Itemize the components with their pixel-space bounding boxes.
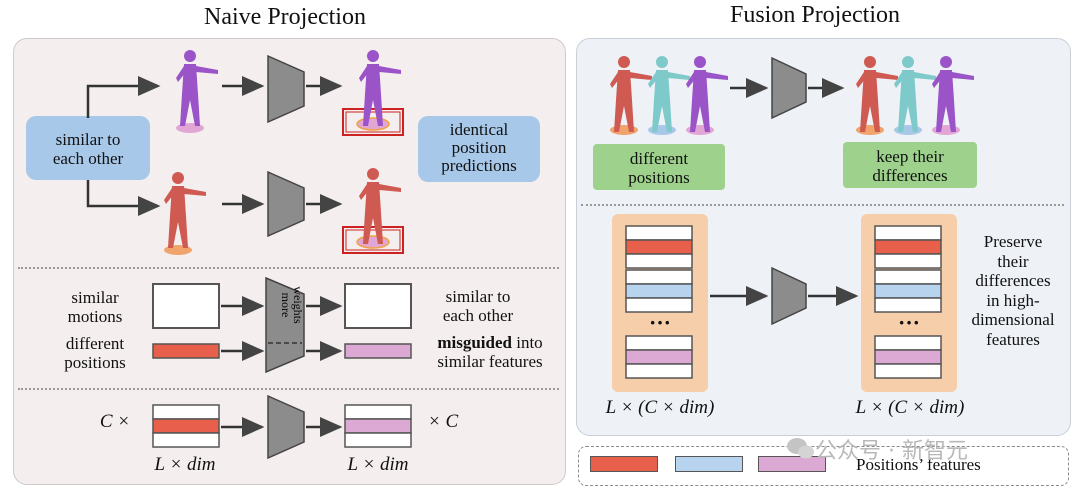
naive-separator-2 xyxy=(18,388,559,390)
teal-figure-icon xyxy=(648,56,690,135)
purple-figure-output-icon xyxy=(932,56,974,135)
fusion-separator xyxy=(581,204,1064,206)
out-similar-label: similar to each other xyxy=(442,287,514,325)
fusion-title: Fusion Projection xyxy=(729,2,900,28)
fusion-right-stack xyxy=(874,225,942,379)
fusion-left-stack xyxy=(625,225,693,379)
similar-to-each-other-box xyxy=(26,116,150,180)
purple-figure-icon xyxy=(176,50,218,133)
output-motion-box xyxy=(344,283,412,329)
identical-predictions-label: identical position predictions xyxy=(441,120,517,175)
different-positions-label: different positions xyxy=(64,334,126,372)
position-feature-red xyxy=(152,343,220,359)
purple-figure-icon xyxy=(686,56,728,135)
l-dim-right-label: L × dim xyxy=(347,454,409,475)
red-figure-output-icon xyxy=(856,56,898,135)
keep-differences-box xyxy=(843,142,977,188)
fusion-dots-right: ··· xyxy=(897,310,920,335)
different-positions-box xyxy=(593,144,725,190)
wechat-logo-icon xyxy=(787,438,814,459)
fusion-different-positions-label: different positions xyxy=(628,149,690,187)
naive-title: Naive Projection xyxy=(204,4,366,30)
branch-arrow-bottom xyxy=(86,180,161,216)
naive-separator-1 xyxy=(18,267,559,269)
output-feature-stack xyxy=(344,404,412,448)
projector-trapezoid-icon xyxy=(265,276,305,374)
l-dim-left-label: L × dim xyxy=(154,454,216,475)
red-figure-icon xyxy=(164,172,206,255)
red-figure-icon xyxy=(610,56,652,135)
svg-text:weights: weights xyxy=(291,286,305,324)
misguided-label: misguided into similar features xyxy=(420,333,560,371)
times-c-label: × C xyxy=(427,411,459,432)
output-position-pink xyxy=(344,343,412,359)
similar-to-each-other-label: similar to each other xyxy=(52,130,124,168)
motion-feature-box xyxy=(152,283,220,329)
keep-differences-label: keep their differences xyxy=(872,147,948,185)
similar-motions-label: similar motions xyxy=(67,288,123,326)
lcdim-right-label: L × (C × dim) xyxy=(855,397,965,418)
legend-pink-swatch xyxy=(758,456,826,472)
fusion-dots-left: ··· xyxy=(648,310,671,335)
legend-label: Positions’ features xyxy=(856,455,981,474)
misguided-bold: misguided xyxy=(437,333,512,352)
purple-figure-output-icon xyxy=(342,50,404,136)
projector-trapezoid-icon xyxy=(267,54,305,124)
c-times-label: C × xyxy=(99,411,131,432)
misguided-rest: into xyxy=(511,333,543,352)
misguided-line2: similar features xyxy=(437,352,543,371)
watermark-text: 公众号 · 新智元 xyxy=(815,439,968,464)
projector-trapezoid-icon xyxy=(267,394,305,460)
red-figure-output-icon xyxy=(342,168,404,254)
identical-predictions-box xyxy=(418,116,540,182)
branch-arrow-top xyxy=(86,76,161,118)
input-feature-stack xyxy=(152,404,220,448)
projector-trapezoid-icon xyxy=(771,266,807,326)
lcdim-left-label: L × (C × dim) xyxy=(605,397,715,418)
legend-red-swatch xyxy=(590,456,658,472)
projector-trapezoid-icon xyxy=(267,170,305,238)
more-weights-text: more xyxy=(279,293,293,318)
preserve-label: Preserve their differences in high- dime… xyxy=(971,232,1055,349)
teal-figure-output-icon xyxy=(894,56,936,135)
projector-trapezoid-icon xyxy=(771,56,807,120)
legend-blue-swatch xyxy=(675,456,743,472)
